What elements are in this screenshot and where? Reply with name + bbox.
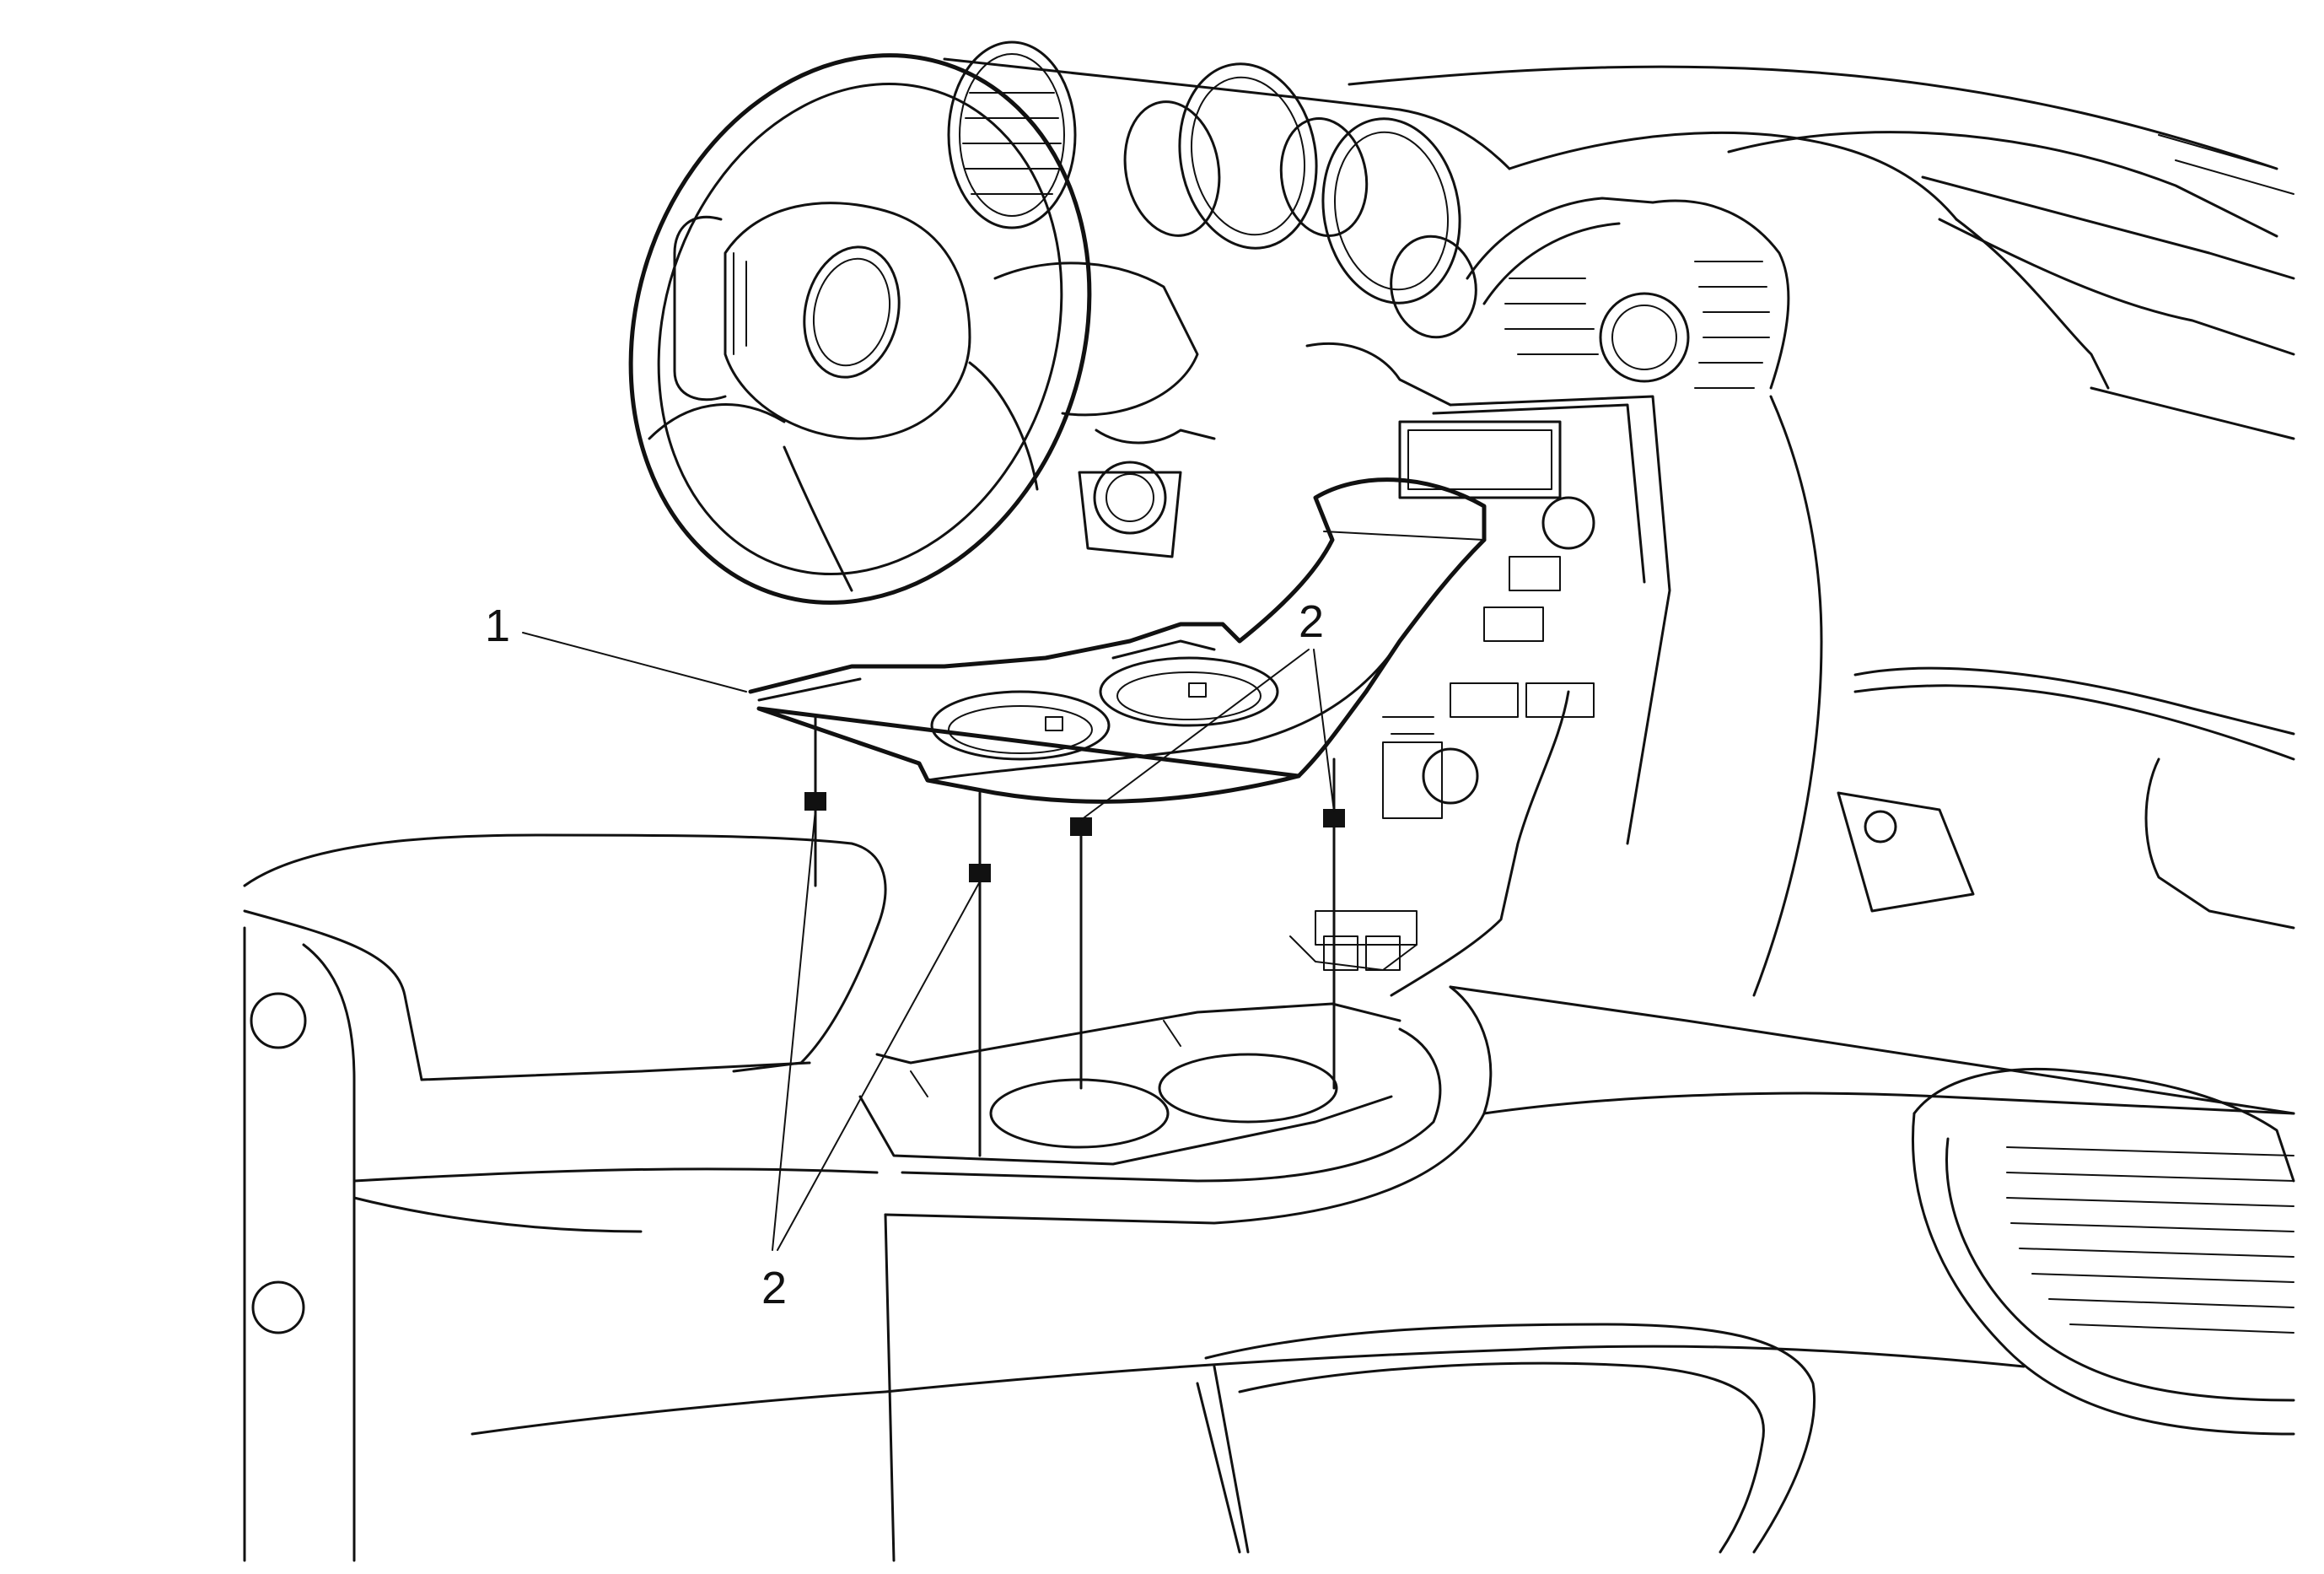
lower-console-panel [352,1167,2025,1554]
air-vent-center [1466,197,1790,390]
armrest-control-knob [250,992,307,1049]
hvac-knob [1422,747,1479,805]
gauge-right [1390,234,1477,339]
glovebox-handle [1837,791,1975,913]
horn-emblem [803,245,901,379]
armrest [243,833,887,1562]
hvac-display [1382,741,1443,819]
knee-pad-pocket [1204,1323,1816,1554]
clip-1 [804,792,826,811]
gauge-tachometer [1321,117,1461,305]
gauge-center [1279,117,1369,237]
ignition-cylinder [1093,461,1167,535]
steering-column [993,261,1216,558]
console-opening [858,1002,1401,1166]
callout-1: 1 [485,601,510,651]
gauge-speedometer [1178,62,1318,250]
vent-control-knob [1599,292,1690,383]
instrument-cluster [1123,62,1477,339]
leader-line-1 [522,632,747,693]
radio-knob [1541,496,1595,550]
center-console [884,690,2295,1562]
callout-2-upper: 2 [1299,596,1324,647]
clip-4 [1323,809,1345,827]
leader-line-2-upper-a [1080,649,1310,821]
clip-3 [1070,817,1092,836]
passenger-floor-vent [1912,1068,2295,1436]
cup-holder-rear [1099,656,1279,727]
cup-holder-trim-bezel [748,477,1487,804]
dashboard [943,57,2295,440]
air-vent-left [947,40,1077,229]
clip-2 [969,864,991,882]
center-stack [1305,342,1671,845]
cup-holder-front [930,690,1111,761]
retainer-clips [804,715,1345,1157]
leader-line-2-upper-b [1313,649,1335,812]
leader-line-2-lower-a [772,809,816,1251]
callout-2-lower: 2 [761,1263,787,1313]
leader-line-2-lower-b [777,881,981,1251]
gauge-left [1123,100,1221,237]
steering-wheel [628,53,1092,605]
hvac-button [1450,682,1519,718]
leader-lines [522,632,1335,1251]
radio-display [1398,420,1562,499]
passenger-dash-side [1752,395,2295,997]
